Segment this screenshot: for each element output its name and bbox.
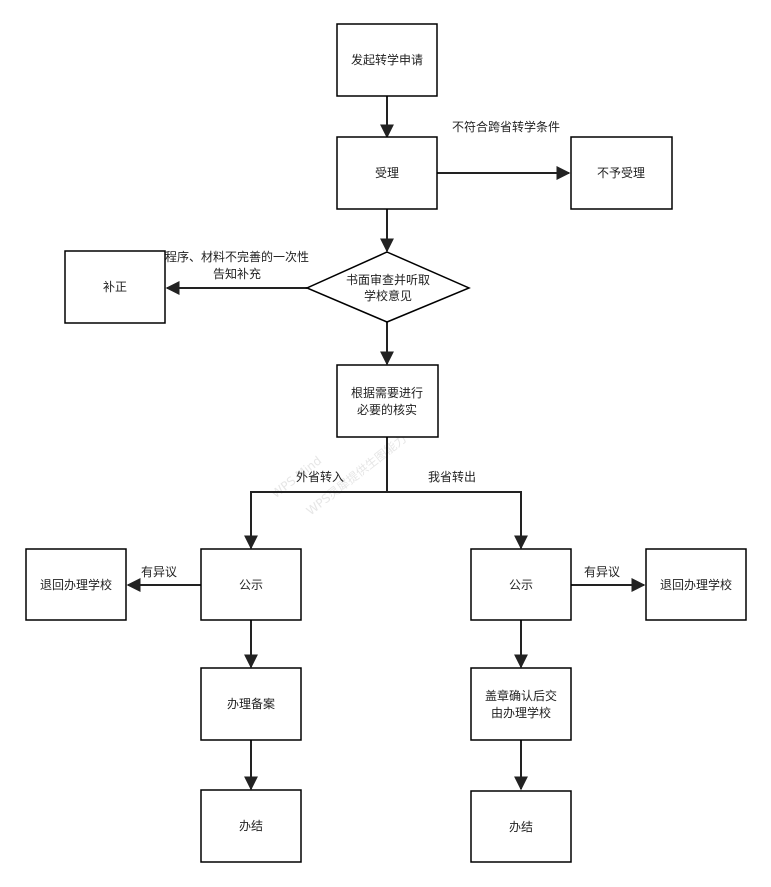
node-accept-label: 受理 xyxy=(375,166,399,180)
node-finish-right-label: 办结 xyxy=(509,819,533,834)
node-record-label: 办理备案 xyxy=(227,696,275,711)
node-publicity-right[interactable]: 公示 xyxy=(470,548,572,621)
node-return-left-label: 退回办理学校 xyxy=(40,577,112,592)
node-return-right[interactable]: 退回办理学校 xyxy=(645,548,747,621)
node-record[interactable]: 办理备案 xyxy=(200,667,302,741)
node-finish-right[interactable]: 办结 xyxy=(470,790,572,863)
node-publicity-left-label: 公示 xyxy=(239,578,263,592)
node-review-label-line2: 学校意见 xyxy=(364,288,412,303)
node-stamp-label-line1: 盖章确认后交 xyxy=(485,688,557,703)
node-reject[interactable]: 不予受理 xyxy=(570,136,673,210)
node-verify[interactable]: 根据需要进行 必要的核实 xyxy=(336,364,439,438)
node-finish-left[interactable]: 办结 xyxy=(200,789,302,863)
node-stamp[interactable]: 盖章确认后交 由办理学校 xyxy=(470,667,572,741)
node-accept[interactable]: 受理 xyxy=(336,136,438,210)
label-objection-right: 有异议 xyxy=(584,565,620,579)
node-review-label-line1: 书面审查并听取 xyxy=(346,272,430,287)
node-reject-label: 不予受理 xyxy=(597,166,645,180)
node-supplement-label: 补正 xyxy=(103,280,127,294)
node-return-left[interactable]: 退回办理学校 xyxy=(25,548,127,621)
node-publicity-left[interactable]: 公示 xyxy=(200,548,302,621)
node-supplement[interactable]: 补正 xyxy=(64,250,166,324)
label-objection-left: 有异议 xyxy=(141,565,177,579)
node-return-right-label: 退回办理学校 xyxy=(660,577,732,592)
label-incomplete-line1: 程序、材料不完善的一次性 xyxy=(165,249,309,264)
node-review-decision[interactable]: 书面审查并听取 学校意见 xyxy=(305,251,471,323)
node-start[interactable]: 发起转学申请 xyxy=(336,23,438,97)
node-verify-label-line1: 根据需要进行 xyxy=(351,386,423,400)
label-transfer-in: 外省转入 xyxy=(296,469,344,484)
node-verify-label-line2: 必要的核实 xyxy=(357,402,417,417)
node-publicity-right-label: 公示 xyxy=(509,578,533,592)
node-finish-left-label: 办结 xyxy=(239,818,263,833)
label-incomplete-line2: 告知补充 xyxy=(213,266,261,281)
label-transfer-out: 我省转出 xyxy=(428,469,476,484)
node-start-label: 发起转学申请 xyxy=(351,52,423,67)
edge-verify-to-publicity-left xyxy=(244,437,388,550)
edge-verify-to-publicity-right xyxy=(387,491,528,550)
edge-labels: 不符合跨省转学条件 程序、材料不完善的一次性 告知补充 外省转入 我省转出 有异… xyxy=(141,119,620,579)
edges xyxy=(126,96,646,791)
label-not-qualified: 不符合跨省转学条件 xyxy=(452,119,560,134)
node-stamp-label-line2: 由办理学校 xyxy=(491,705,551,720)
